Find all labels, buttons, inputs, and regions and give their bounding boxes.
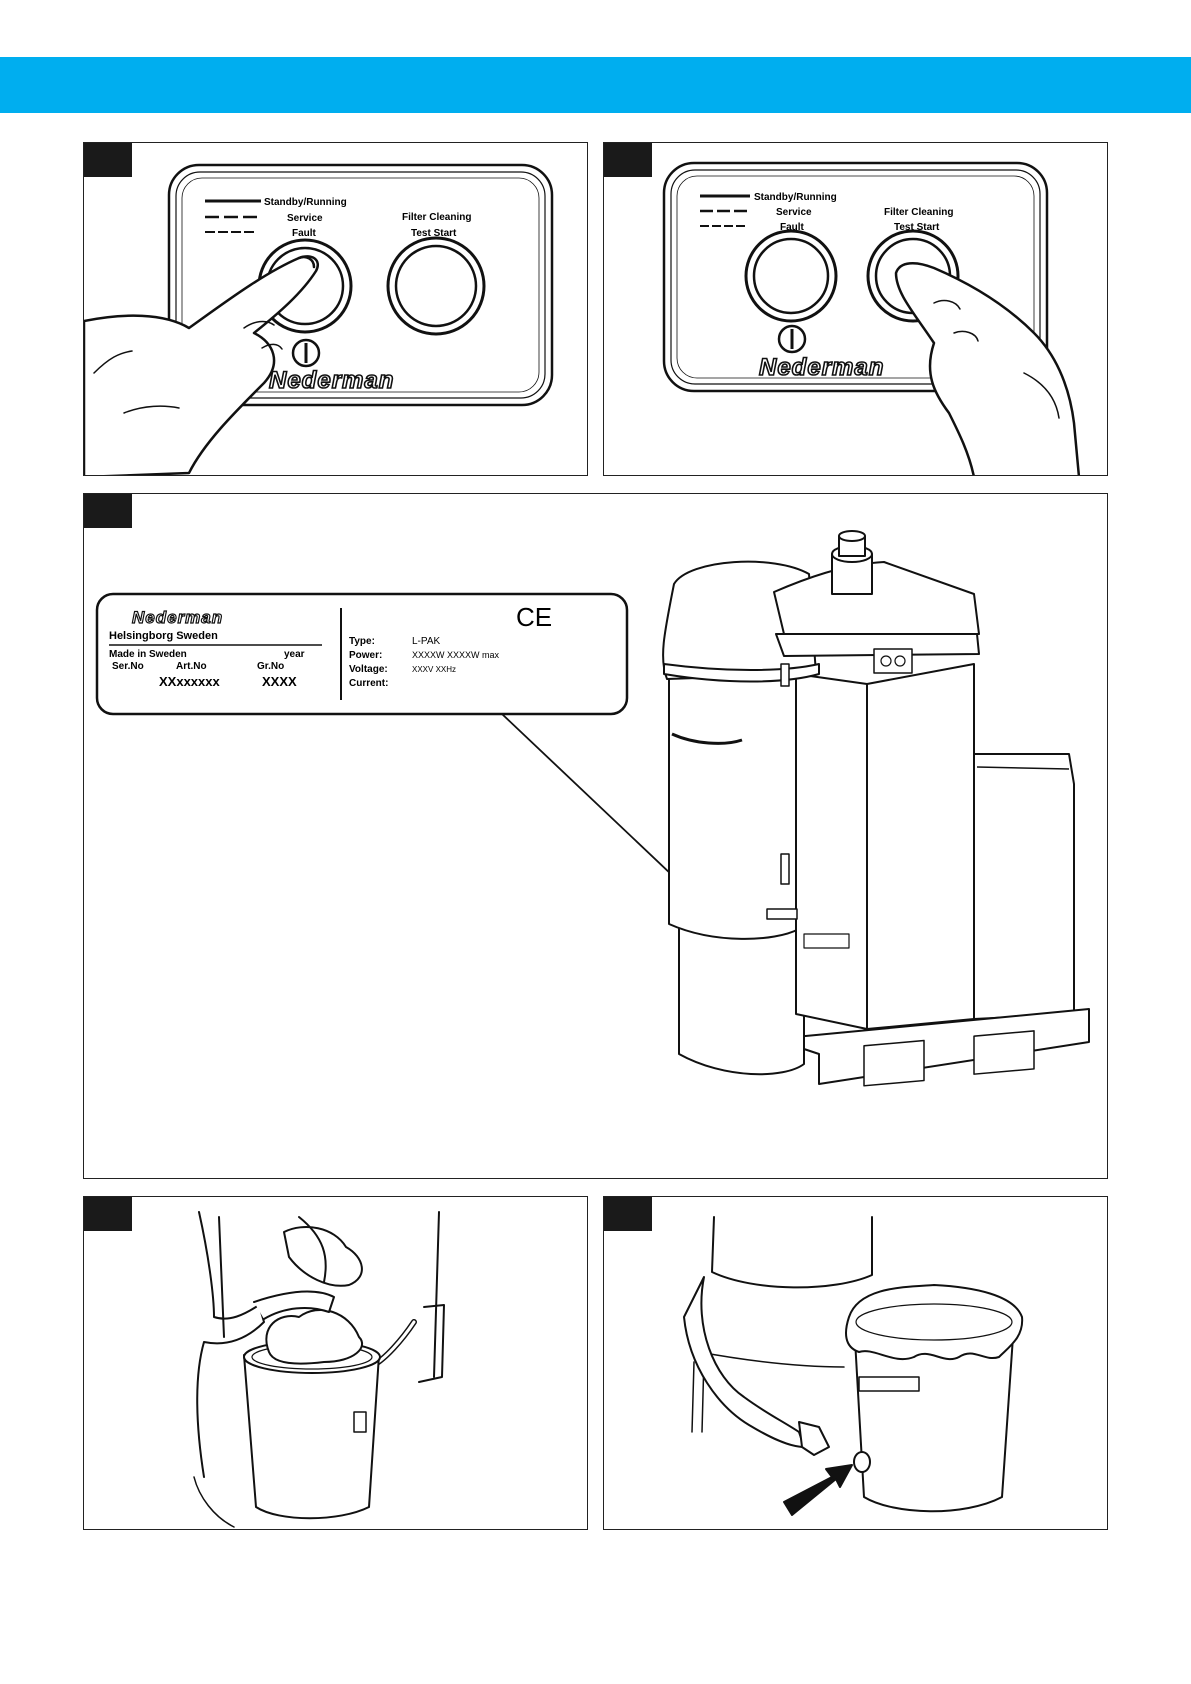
- legend-standby-running: Standby/Running: [264, 197, 347, 208]
- filter-cleaning-label: Filter Cleaning: [402, 212, 471, 223]
- plate-power-value: XXXXW XXXXW max: [412, 650, 500, 660]
- dust-bag: [266, 1310, 362, 1364]
- plate-current-label: Current:: [349, 678, 388, 689]
- plate-gr-no-label: Gr.No: [257, 661, 284, 672]
- plate-year-value: XXXX: [262, 674, 297, 689]
- plate-location: Helsingborg Sweden: [109, 630, 218, 642]
- figure-panel-5: [603, 1196, 1108, 1530]
- filter-cleaning-label: Filter Cleaning: [884, 207, 953, 218]
- nederman-logo: Nederman: [759, 354, 884, 381]
- plate-art-no-label: Art.No: [176, 661, 207, 672]
- bag-removal-illustration: [84, 1197, 588, 1530]
- control-panel-illustration: Standby/Running Service Fault Filter Cle…: [84, 143, 588, 476]
- plate-serial-value: XXxxxxxx: [159, 674, 220, 689]
- ce-mark: CE: [516, 602, 552, 632]
- power-button[interactable]: [746, 231, 836, 321]
- filter-cleaning-button[interactable]: [388, 238, 484, 334]
- legend-standby-running: Standby/Running: [754, 192, 837, 203]
- plate-power-label: Power:: [349, 650, 382, 661]
- plate-voltage-value: XXXV XXHz: [412, 665, 456, 674]
- figure-panel-4: [83, 1196, 588, 1530]
- header-bar: [0, 57, 1191, 113]
- plate-ser-no-label: Ser.No: [112, 661, 144, 672]
- legend-fault: Fault: [292, 228, 317, 239]
- plate-type-value: L-PAK: [412, 636, 440, 647]
- figure-panel-3: Nederman Helsingborg Sweden Made in Swed…: [83, 493, 1108, 1179]
- nederman-logo: Nederman: [269, 367, 394, 394]
- bag-installation-illustration: [604, 1197, 1108, 1530]
- plate-brand-logo: Nederman: [132, 608, 223, 627]
- legend-service: Service: [287, 213, 323, 224]
- dust-bag: [846, 1285, 1022, 1359]
- plate-made-in: Made in Sweden: [109, 649, 187, 660]
- control-panel-illustration: Standby/Running Service Fault Filter Cle…: [604, 143, 1108, 476]
- figure-panel-2: Standby/Running Service Fault Filter Cle…: [603, 142, 1108, 476]
- plate-type-label: Type:: [349, 636, 375, 647]
- plate-year-label: year: [284, 649, 305, 660]
- figure-panel-1: Standby/Running Service Fault Filter Cle…: [83, 142, 588, 476]
- arrow-icon: [784, 1465, 852, 1515]
- legend-service: Service: [776, 207, 812, 218]
- collection-bin: [244, 1355, 379, 1518]
- plate-voltage-label: Voltage:: [349, 664, 388, 675]
- drain-plug: [854, 1452, 870, 1472]
- rating-plate-illustration: Nederman Helsingborg Sweden Made in Swed…: [84, 494, 1108, 1179]
- dust-extractor-unit: [663, 531, 1089, 1086]
